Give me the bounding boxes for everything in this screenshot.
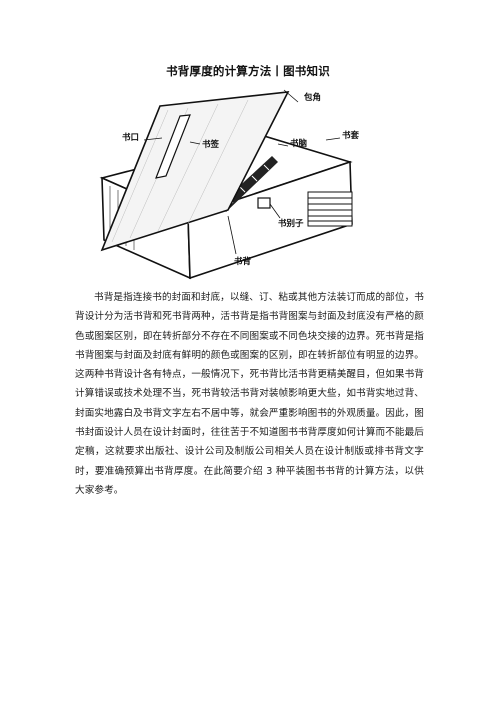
label-spine: 书背 [234, 257, 252, 267]
page-title: 书背厚度的计算方法丨图书知识 [166, 64, 330, 78]
label-case: 书套 [342, 131, 360, 141]
label-edge: 书口 [122, 133, 140, 143]
label-clasp: 书别子 [278, 219, 304, 229]
body-paragraph: 书背是指连接书的封面和封底，以缝、订、粘或其他方法装订而成的部位，书背设计分为活… [75, 292, 424, 496]
book-diagram: 包角 书口 书签 书脑 书套 书别子 书背 [88, 86, 388, 282]
book-illustration [99, 89, 353, 280]
label-head: 书脑 [290, 139, 308, 149]
label-corner: 包角 [304, 93, 322, 103]
label-strip: 书签 [202, 140, 220, 150]
